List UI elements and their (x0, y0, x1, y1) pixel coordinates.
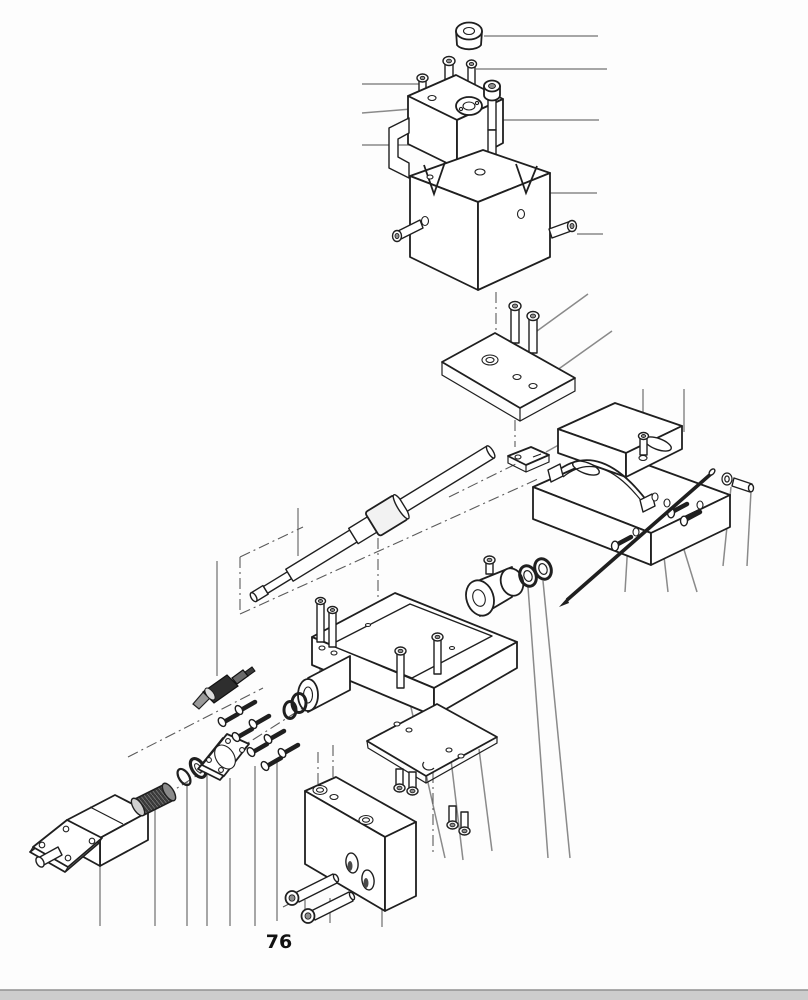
cover-plate (441, 332, 576, 422)
spindle-head-block (409, 149, 551, 291)
part-callout-76: 76 (266, 931, 292, 953)
motor-shaft (35, 846, 63, 868)
support-block (304, 776, 417, 912)
retainer-boss (455, 96, 483, 116)
lead-screw (249, 445, 496, 603)
pin-and-washer (721, 472, 755, 493)
base-plate-screws (393, 768, 471, 836)
bearing-housing (465, 555, 553, 617)
carriage-screws (314, 596, 444, 689)
top-socket-screws (442, 55, 478, 91)
base-plate (366, 703, 498, 784)
saddle-carriage (282, 592, 518, 720)
clamp-piece (507, 446, 550, 473)
support-block-screws (284, 873, 356, 924)
coupling (130, 782, 177, 817)
cover-plate-screws (508, 300, 540, 354)
slide-table-assembly (532, 402, 755, 566)
swivel-arc (547, 459, 656, 513)
motor (29, 794, 149, 873)
gib-rod (559, 468, 716, 607)
mounting-flange (197, 733, 250, 781)
face-screws (610, 492, 704, 552)
footer-bar (0, 989, 808, 1000)
sensor-plug (192, 666, 256, 710)
bearing-retainer-block (388, 74, 504, 179)
long-bolt (483, 79, 501, 172)
cap-nut (455, 21, 483, 51)
thrust-washers (518, 557, 553, 588)
side-screws (391, 219, 578, 243)
slide-screw (637, 431, 650, 462)
carriage-nut-boss (282, 655, 351, 720)
flange-screws (217, 699, 301, 772)
